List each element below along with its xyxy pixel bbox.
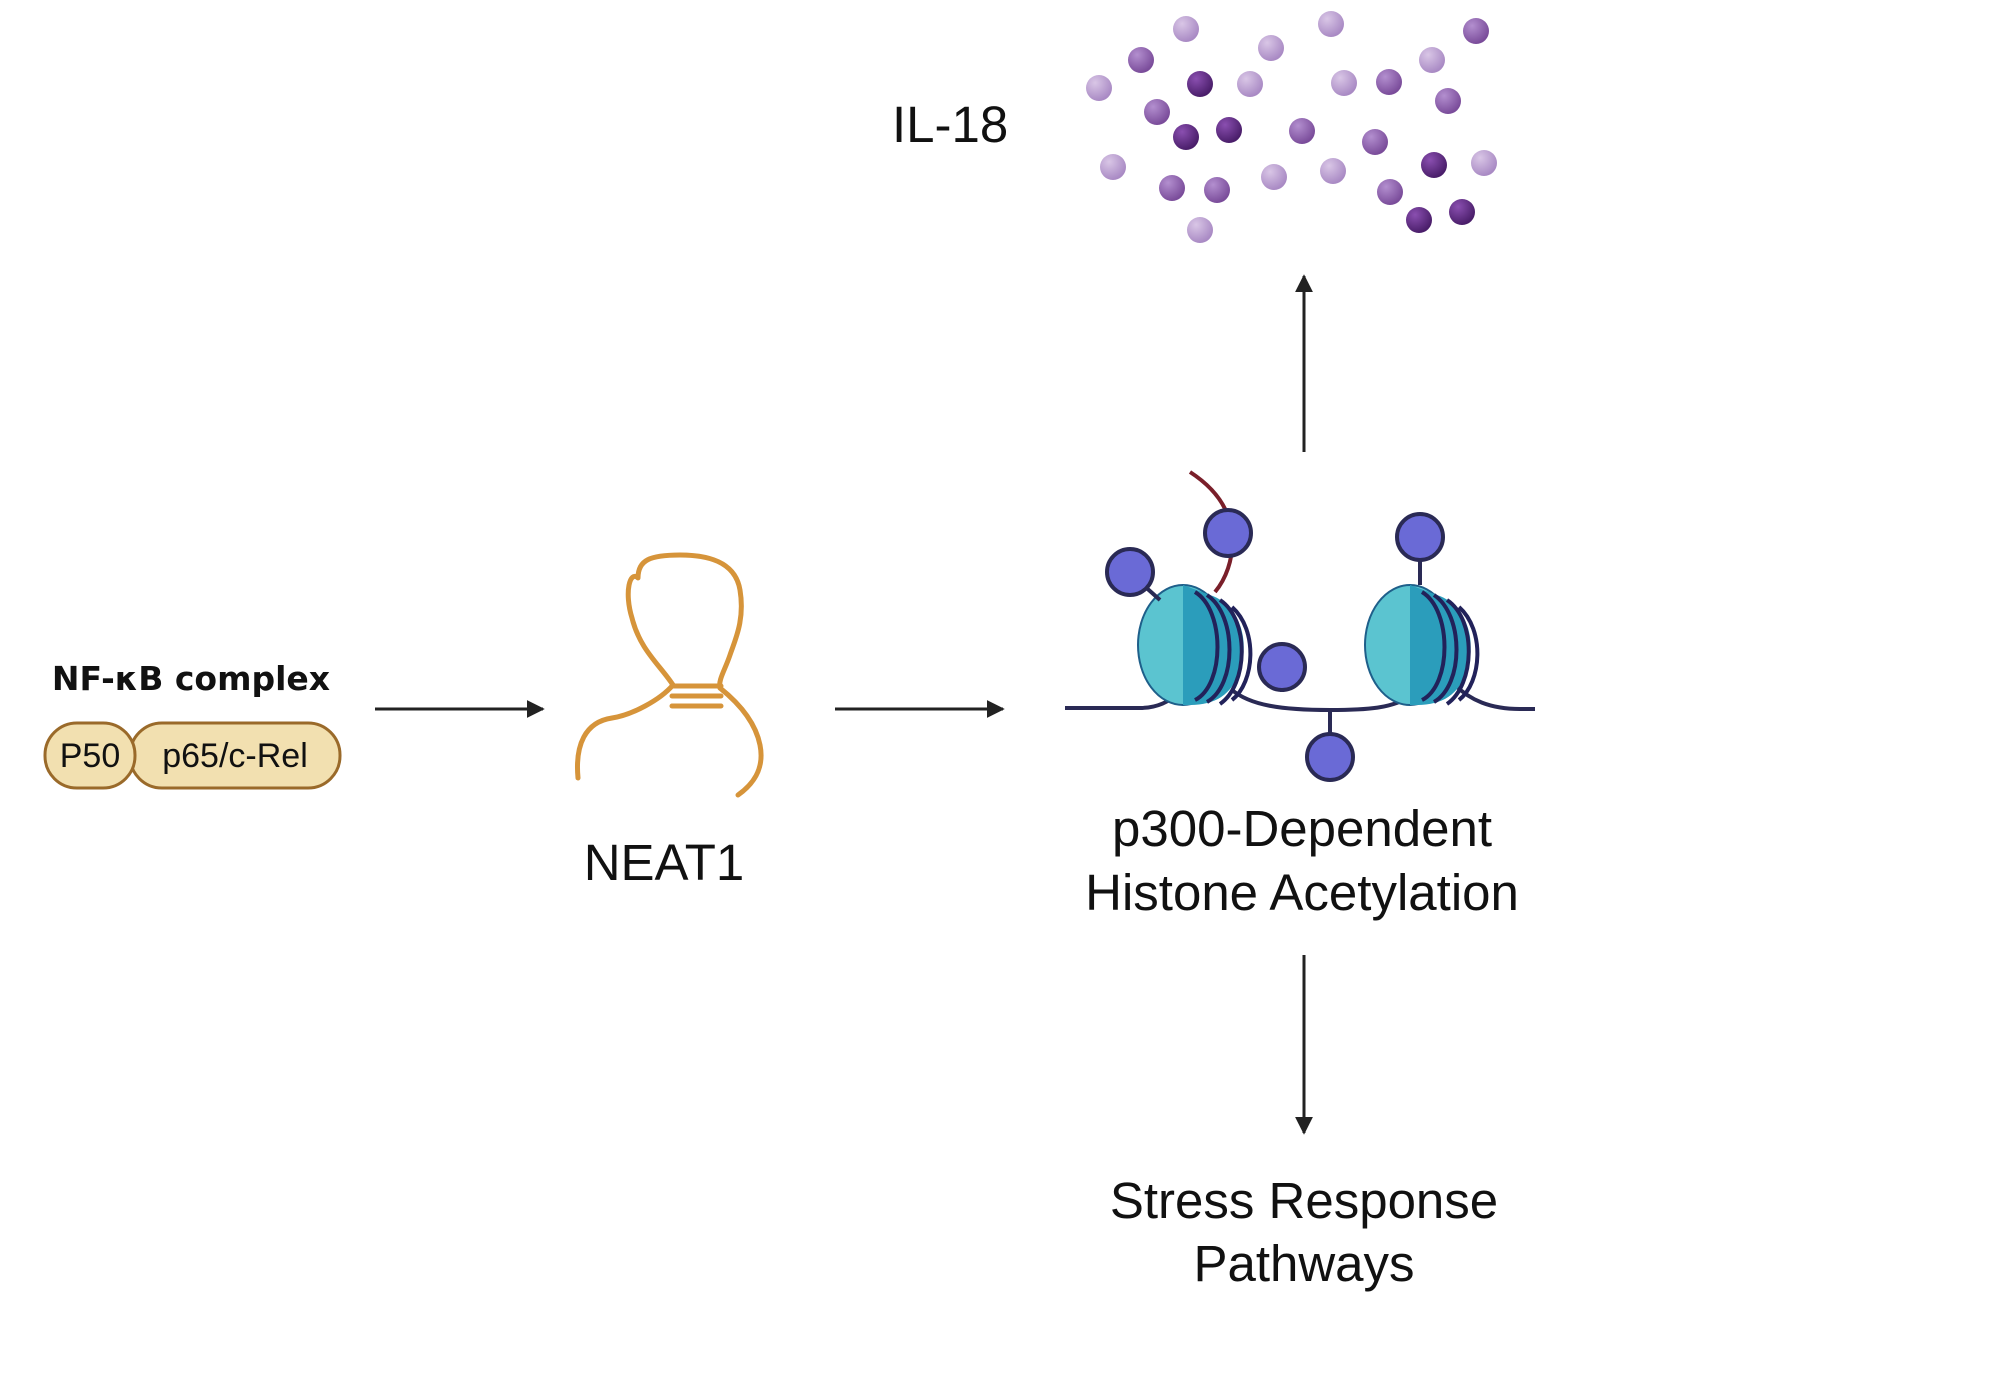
cytokine-particle	[1128, 47, 1154, 73]
nucleosome-right	[1364, 584, 1480, 706]
cytokine-particle	[1463, 18, 1489, 44]
cytokine-particle	[1258, 35, 1284, 61]
stress-response-label-line1: Stress Response	[1110, 1172, 1498, 1229]
cytokine-particle	[1471, 150, 1497, 176]
cytokine-particles-icon	[1086, 11, 1497, 243]
nfkb-complex-icon: P50 p65/c-Rel	[43, 721, 342, 790]
cytokine-particle	[1318, 11, 1344, 37]
acetyl-group	[1257, 642, 1307, 692]
cytokine-particle	[1237, 71, 1263, 97]
il18-label: IL-18	[892, 96, 1008, 153]
acetylation-label-line2: Histone Acetylation	[1085, 864, 1519, 921]
nfkb-complex-title: NF-κB complex	[52, 659, 330, 698]
stress-response-label-line2: Pathways	[1193, 1235, 1414, 1292]
cytokine-particle	[1086, 75, 1112, 101]
cytokine-particle	[1173, 124, 1199, 150]
cytokine-particle	[1204, 177, 1230, 203]
cytokine-particle	[1331, 70, 1357, 96]
acetyl-groups	[1105, 508, 1445, 782]
cytokine-particle	[1159, 175, 1185, 201]
cytokine-particle	[1421, 152, 1447, 178]
cytokine-particle	[1187, 71, 1213, 97]
acetylation-label-line1: p300-Dependent	[1112, 800, 1492, 857]
rna-hairpin-icon	[574, 552, 764, 798]
cytokine-particle	[1362, 129, 1388, 155]
cytokine-particle	[1376, 69, 1402, 95]
acetyl-group	[1305, 732, 1355, 782]
cytokine-particle	[1187, 217, 1213, 243]
p65-label: p65/c-Rel	[162, 737, 308, 775]
cytokine-particle	[1449, 199, 1475, 225]
cytokine-particle	[1435, 88, 1461, 114]
cytokine-particle	[1377, 179, 1403, 205]
acetyl-group	[1395, 512, 1445, 562]
cytokine-particle	[1216, 117, 1242, 143]
cytokine-particle	[1406, 207, 1432, 233]
neat1-label: NEAT1	[584, 834, 745, 891]
cytokine-particle	[1144, 99, 1170, 125]
p50-subunit	[43, 721, 137, 790]
cytokine-particle	[1173, 16, 1199, 42]
nucleosome-icon	[1065, 470, 1535, 782]
acetyl-group	[1203, 508, 1253, 558]
cytokine-particle	[1289, 118, 1315, 144]
cytokine-particle	[1419, 47, 1445, 73]
cytokine-particle	[1100, 154, 1126, 180]
nucleosome-left	[1137, 584, 1253, 706]
p50-label: P50	[60, 737, 121, 775]
cytokine-particle	[1261, 164, 1287, 190]
acetyl-group	[1105, 547, 1155, 597]
cytokine-particle	[1320, 158, 1346, 184]
